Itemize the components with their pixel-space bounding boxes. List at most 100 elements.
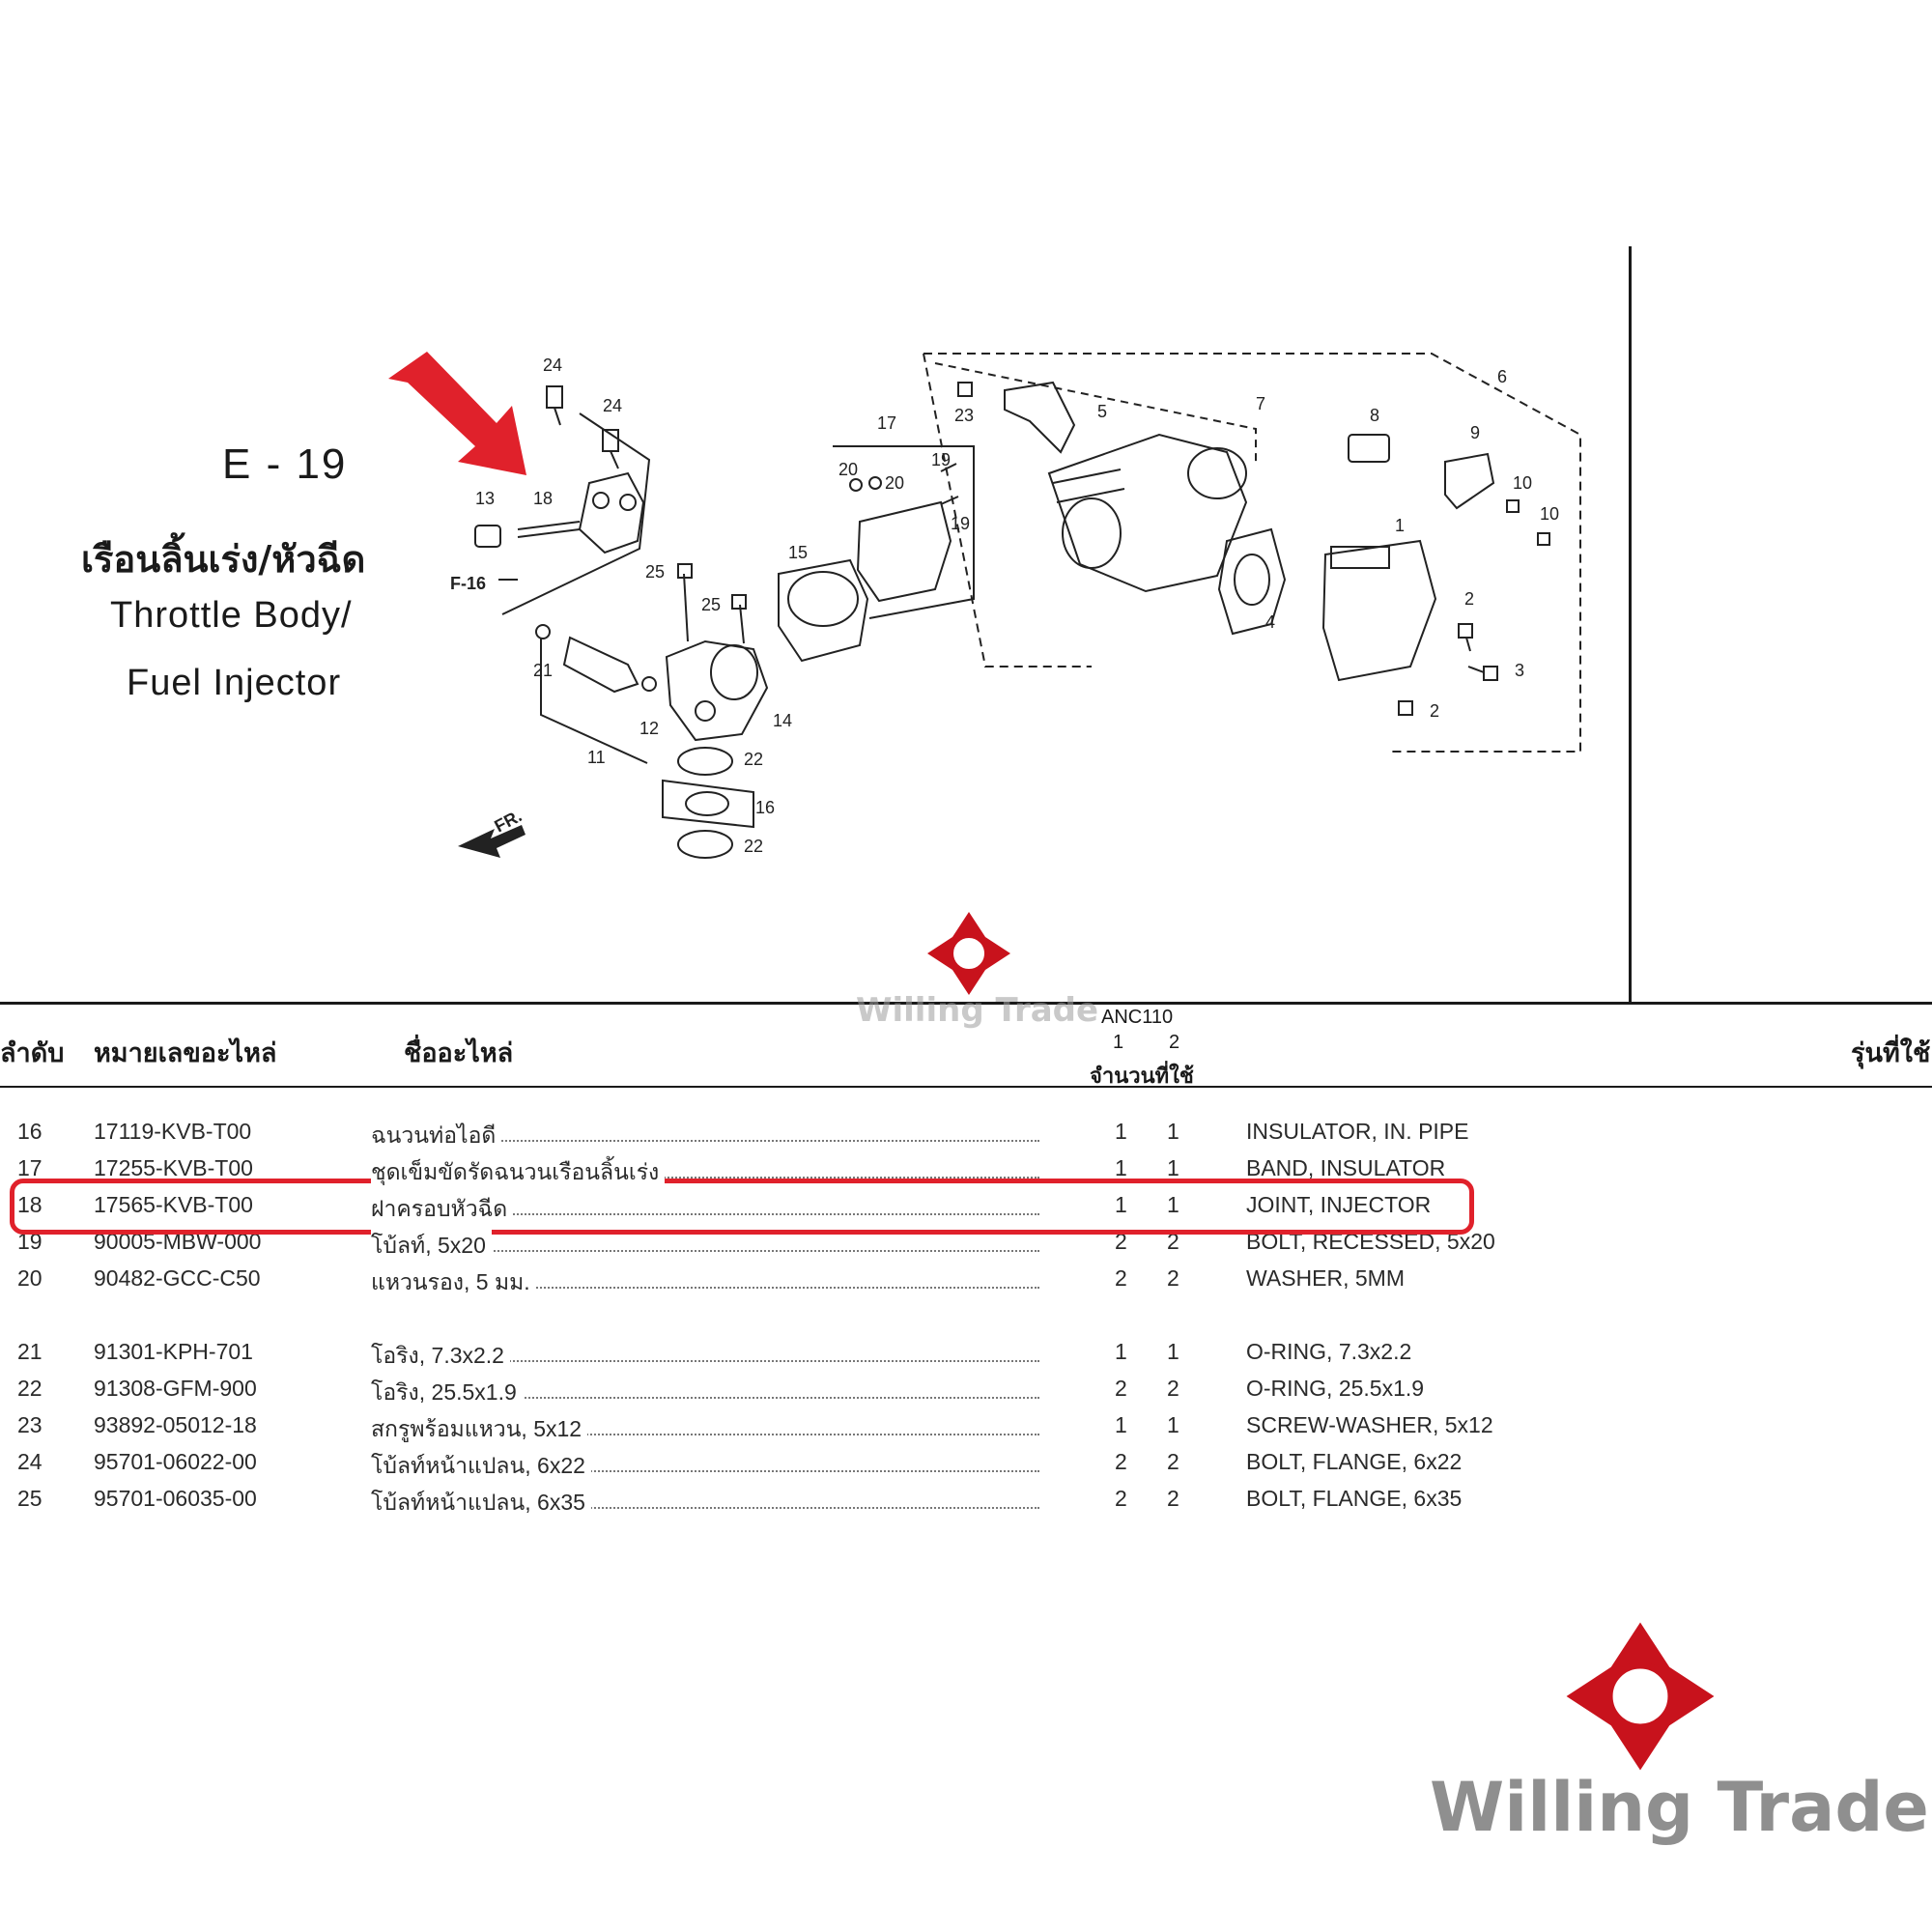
header-col-2: 2 [1169, 1032, 1180, 1053]
table-cell-part-name-thai: โบ้ลท์หน้าแปลน, 6x22 [371, 1449, 591, 1484]
table-cell-part-name-en: O-RING, 25.5x1.9 [1246, 1376, 1425, 1401]
watermark-text-small: Willing Trade [856, 991, 1099, 1030]
header-part-number: หมายเลขอะไหล่ [94, 1038, 277, 1068]
callout-20b: 20 [885, 473, 904, 493]
watermark-logo-small-icon [927, 912, 1010, 995]
table-cell-part-name-thai: โอริง, 25.5x1.9 [371, 1376, 523, 1410]
callout-20a: 20 [838, 460, 858, 479]
table-cell-qty-1: 1 [1115, 1412, 1127, 1437]
section-title-en-2: Fuel Injector [127, 663, 342, 703]
header-qty: จำนวนที่ใช้ [1090, 1065, 1194, 1089]
table-cell-qty-2: 1 [1167, 1192, 1179, 1217]
highlight-row-18 [10, 1179, 1474, 1235]
callout-14: 14 [773, 711, 792, 730]
table-cell-leader-dots [371, 1287, 1039, 1289]
table-cell-part-number: 95701-06022-00 [94, 1449, 257, 1474]
table-cell-qty-2: 1 [1167, 1412, 1179, 1437]
table-cell-part-name-thai: สกรูพร้อมแหวน, 5x12 [371, 1412, 588, 1447]
table-cell-qty-2: 2 [1167, 1229, 1179, 1254]
header-part-name: ชื่ออะไหล่ [404, 1038, 514, 1068]
frame-vertical-divider [1629, 246, 1632, 1002]
table-cell-qty-1: 1 [1115, 1192, 1127, 1217]
table-cell-qty-1: 2 [1115, 1229, 1127, 1254]
table-cell-part-name-thai: แหวนรอง, 5 มม. [371, 1265, 536, 1300]
table-cell-leader-dots [371, 1470, 1039, 1472]
table-cell-qty-1: 1 [1115, 1155, 1127, 1180]
callout-11: 11 [587, 748, 606, 767]
header-col-1: 1 [1113, 1032, 1124, 1053]
table-cell-index: 16 [17, 1119, 43, 1144]
table-cell-leader-dots [371, 1434, 1039, 1435]
table-cell-leader-dots [371, 1397, 1039, 1399]
table-cell-leader-dots [371, 1250, 1039, 1252]
table-cell-part-number: 91301-KPH-701 [94, 1339, 253, 1364]
callout-23: 23 [954, 406, 974, 425]
callout-5: 5 [1097, 402, 1107, 421]
table-cell-part-name-en: INSULATOR, IN. PIPE [1246, 1119, 1469, 1144]
parts-diagram: 24 24 13 18 17 20 20 19 19 23 5 7 8 6 9 … [388, 352, 1581, 859]
table-cell-index: 25 [17, 1486, 43, 1511]
table-cell-qty-2: 2 [1167, 1449, 1179, 1474]
header-models-used: รุ่นที่ใช้ [1851, 1038, 1931, 1068]
callout-25b: 25 [701, 595, 721, 614]
callout-3: 3 [1515, 661, 1524, 680]
frame-table-header-line [0, 1086, 1932, 1088]
frame-table-top-line [0, 1002, 1932, 1005]
table-cell-part-name-en: BAND, INSULATOR [1246, 1155, 1446, 1180]
callout-13: 13 [475, 489, 495, 508]
table-cell-qty-1: 2 [1115, 1265, 1127, 1291]
table-row: 20 90482-GCC-C50 แหวนรอง, 5 มม. 2 2 WASHER, 5… [0, 1262, 1932, 1300]
section-title-en-1: Throttle Body/ [110, 595, 353, 636]
callout-21: 21 [533, 661, 553, 680]
table-cell-part-name-thai: ชุดเข็มขัดรัดฉนวนเรือนลิ้นเร่ง [371, 1155, 666, 1190]
table-cell-part-number: 17565-KVB-T00 [94, 1192, 253, 1217]
callout-19a: 19 [931, 450, 951, 469]
callout-18: 18 [533, 489, 553, 508]
red-pointer-arrow [388, 352, 526, 475]
table-cell-part-number: 95701-06035-00 [94, 1486, 257, 1511]
callout-10a: 10 [1513, 473, 1532, 493]
table-cell-part-name-en: BOLT, FLANGE, 6x35 [1246, 1486, 1463, 1511]
table-cell-index: 23 [17, 1412, 43, 1437]
table-cell-part-number: 17255-KVB-T00 [94, 1155, 253, 1180]
table-cell-part-number: 90482-GCC-C50 [94, 1265, 261, 1291]
callout-12: 12 [639, 719, 659, 738]
table-cell-part-number: 17119-KVB-T00 [94, 1119, 252, 1144]
header-model: ANC110 [1101, 1007, 1174, 1028]
callout-22a: 22 [744, 750, 763, 769]
table-cell-index: 24 [17, 1449, 43, 1474]
table-cell-qty-1: 2 [1115, 1486, 1127, 1511]
table-cell-leader-dots [371, 1213, 1039, 1215]
table-cell-part-name-en: SCREW-WASHER, 5x12 [1246, 1412, 1493, 1437]
callout-25a: 25 [645, 562, 665, 582]
table-cell-part-name-en: O-RING, 7.3x2.2 [1246, 1339, 1412, 1364]
table-cell-part-name-thai: ฝาครอบหัวฉีด [371, 1192, 514, 1227]
ref-label-f16: F-16 [450, 574, 486, 593]
table-cell-index: 20 [17, 1265, 43, 1291]
table-cell-qty-2: 2 [1167, 1265, 1179, 1291]
table-cell-qty-1: 1 [1115, 1339, 1127, 1364]
table-cell-qty-2: 2 [1167, 1376, 1179, 1401]
callout-16: 16 [755, 798, 775, 817]
table-cell-part-number: 93892-05012-18 [94, 1412, 257, 1437]
callout-19b: 19 [951, 514, 970, 533]
callout-7: 7 [1256, 394, 1265, 413]
callout-8: 8 [1370, 406, 1379, 425]
table-cell-part-name-thai: ฉนวนท่อไอดี [371, 1119, 502, 1153]
section-title-thai: เรือนลิ้นเร่ง/หัวฉีด [81, 538, 366, 581]
callout-2b: 2 [1430, 701, 1439, 721]
table-cell-qty-1: 2 [1115, 1376, 1127, 1401]
table-cell-part-name-en: BOLT, FLANGE, 6x22 [1246, 1449, 1463, 1474]
table-cell-index: 18 [17, 1192, 43, 1217]
table-cell-part-number: 91308-GFM-900 [94, 1376, 257, 1401]
table-cell-qty-1: 1 [1115, 1119, 1127, 1144]
callout-6: 6 [1497, 367, 1507, 386]
table-cell-part-name-en: JOINT, INJECTOR [1246, 1192, 1432, 1217]
table-cell-leader-dots [371, 1177, 1039, 1179]
table-cell-part-name-en: WASHER, 5MM [1246, 1265, 1405, 1291]
